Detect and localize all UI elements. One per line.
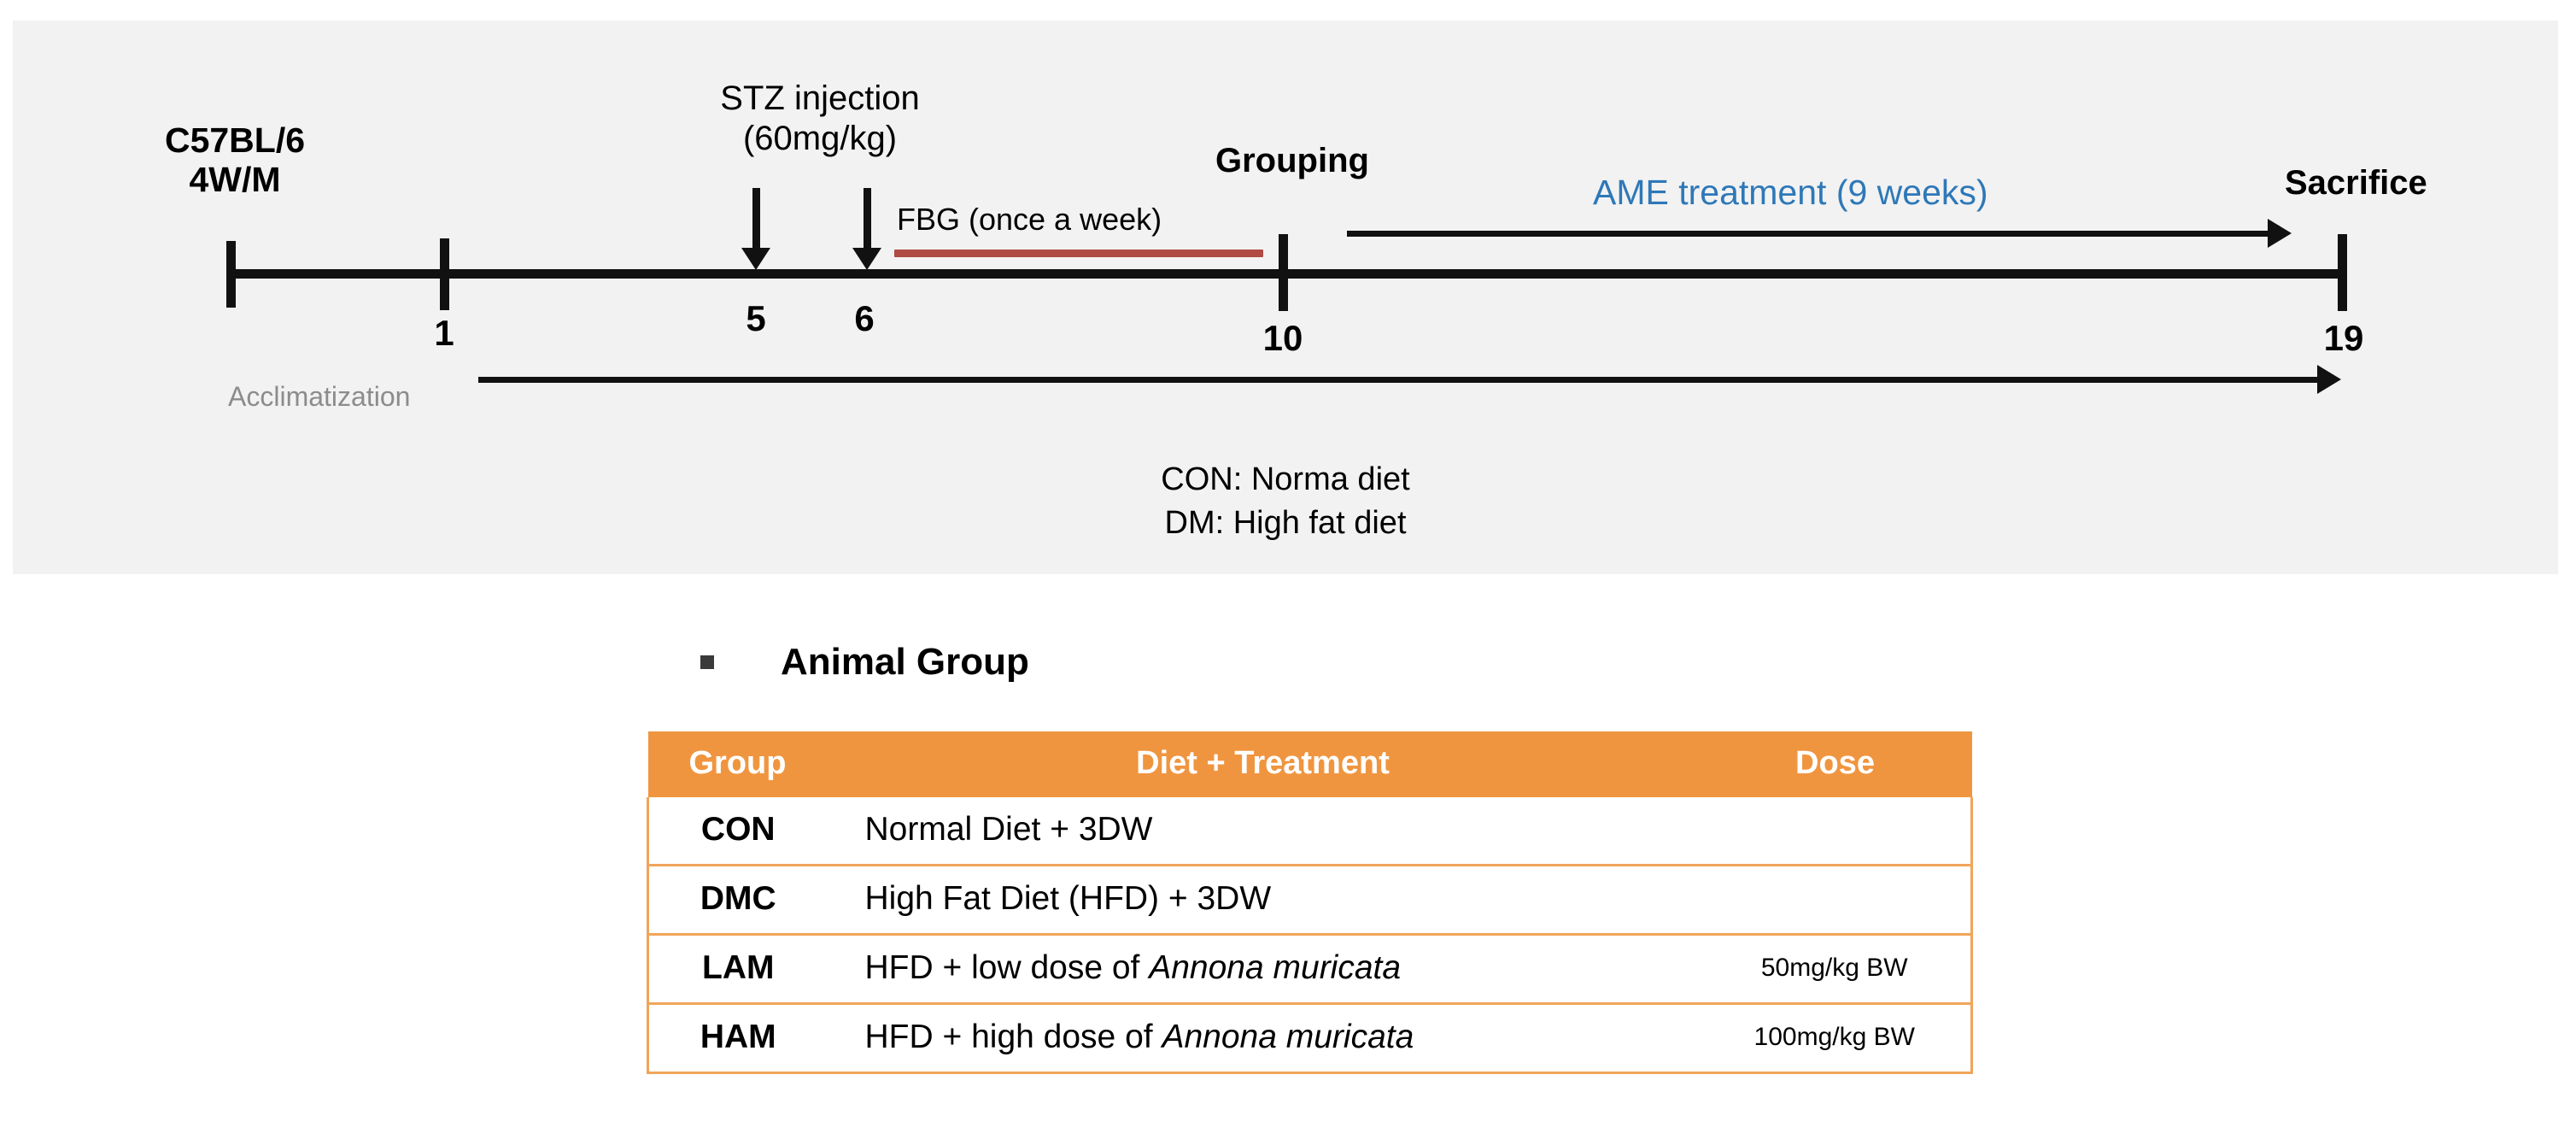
column-header-group: Group (647, 731, 828, 797)
square-bullet-icon (700, 655, 714, 669)
timeline-tick-week10 (1279, 234, 1288, 311)
table-row: CON Normal Diet + 3DW (647, 797, 1973, 866)
diet-text: HFD + low dose of (864, 949, 1150, 986)
cell-group: HAM (647, 1003, 828, 1074)
table-row: DMC High Fat Diet (HFD) + 3DW (647, 865, 1973, 936)
stz-injection-arrow-week6 (852, 188, 881, 270)
ame-treatment-label: AME treatment (9 weeks) (1593, 173, 1988, 212)
diet-legend-dm: DM: High fat diet (1164, 504, 1407, 541)
acclimatization-label: Acclimatization (228, 381, 411, 412)
cell-dose: 100mg/kg BW (1698, 1003, 1973, 1074)
ame-treatment-arrow (1347, 219, 2292, 248)
table-row: HAM HFD + high dose of Annona muricata 1… (647, 1003, 1973, 1074)
timeline-tick-week1 (440, 238, 449, 310)
table-row: LAM HFD + low dose of Annona muricata 50… (647, 934, 1973, 1005)
grouping-label: Grouping (1215, 142, 1369, 179)
cell-diet-treatment: Normal Diet + 3DW (827, 797, 1699, 866)
timeline-tick-week19 (2338, 234, 2347, 311)
cell-dose (1698, 797, 1973, 866)
species-name: Annona muricata (1162, 1019, 1414, 1055)
cell-group: CON (647, 797, 828, 866)
column-header-dose: Dose (1698, 731, 1972, 797)
column-header-diet-treatment: Diet + Treatment (827, 731, 1699, 797)
cell-dose (1698, 865, 1973, 936)
diet-text: High Fat Diet (HFD) + 3DW (864, 880, 1272, 917)
timeline-week-number-1: 1 (434, 313, 454, 353)
stz-injection-arrow-week5 (741, 188, 770, 270)
cell-diet-treatment: HFD + high dose of Annona muricata (827, 1003, 1699, 1074)
species-name: Annona muricata (1149, 949, 1402, 986)
strain-line-1: C57BL/6 (164, 120, 306, 160)
strain-line-2: 4W/M (189, 159, 281, 199)
timeline-week-number-19: 19 (2323, 318, 2364, 358)
cell-group: LAM (647, 934, 828, 1005)
cell-dose: 50mg/kg BW (1698, 934, 1973, 1005)
cell-diet-treatment: HFD + low dose of Annona muricata (827, 934, 1699, 1005)
diet-legend-con: CON: Norma diet (1161, 461, 1410, 497)
fbg-period-underline (894, 250, 1263, 257)
timeline-tick-start (226, 241, 236, 308)
diet-text: HFD + high dose of (864, 1019, 1162, 1055)
animal-group-heading-text: Animal Group (781, 641, 1029, 683)
mouse-strain-label: C57BL/6 4W/M (137, 120, 333, 200)
diet-text: Normal Diet + 3DW (864, 811, 1153, 848)
timeline-week-number-6: 6 (854, 298, 875, 338)
stz-line-1: STZ injection (720, 79, 920, 117)
table-header-row: Group Diet + Treatment Dose (647, 731, 1972, 797)
fbg-measurement-label: FBG (once a week) (897, 202, 1162, 237)
timeline-week-number-10: 10 (1262, 318, 1303, 358)
stz-injection-label: STZ injection (60mg/kg) (688, 79, 952, 159)
experimental-timeline-panel: C57BL/6 4W/M STZ injection (60mg/kg) FBG… (13, 21, 2558, 574)
diet-legend: CON: Norma diet DM: High fat diet (13, 458, 2558, 544)
animal-group-heading: Animal Group (700, 641, 1029, 684)
cell-diet-treatment: High Fat Diet (HFD) + 3DW (827, 865, 1699, 936)
stz-line-2: (60mg/kg) (742, 120, 898, 158)
diet-period-arrow (478, 365, 2341, 394)
timeline-week-number-5: 5 (746, 298, 766, 338)
cell-group: DMC (647, 865, 828, 936)
sacrifice-label: Sacrifice (2285, 164, 2427, 202)
animal-group-table: Group Diet + Treatment Dose CON Normal D… (647, 731, 1973, 1074)
